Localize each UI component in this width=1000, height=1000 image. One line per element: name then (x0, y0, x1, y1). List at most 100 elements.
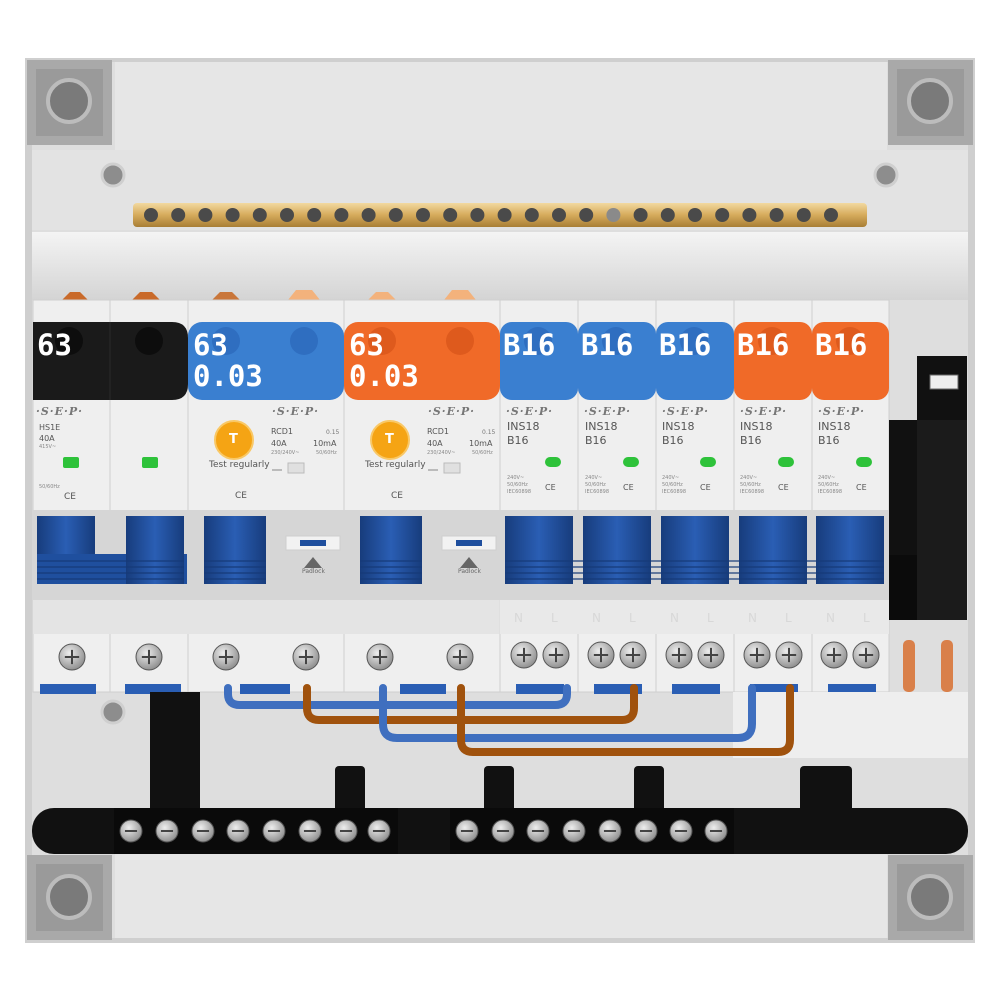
busbar-screw (524, 208, 539, 222)
ce-mark: CE (700, 483, 711, 492)
mcb-spec: 50/60Hz (740, 482, 761, 488)
corner-mount (27, 60, 112, 145)
earth-screw (598, 819, 622, 843)
busbar-screw (633, 208, 648, 222)
terminal-screw (366, 643, 394, 671)
ce-mark: CE (856, 483, 867, 492)
terminal-mark-l: L (863, 611, 870, 625)
live-wire (457, 684, 794, 756)
brand-logo: ·S·E·P· (428, 405, 475, 418)
corner-mount (27, 855, 112, 940)
right-cover (733, 692, 968, 758)
busbar-screw (225, 208, 240, 222)
rcd-test-regularly: Test regularly (209, 460, 270, 470)
terminal-mark-n: N (670, 611, 679, 625)
rcd-test-button-label: T (229, 432, 238, 447)
copper-leg (941, 640, 953, 692)
mcb-spec: 50/60Hz (585, 482, 606, 488)
busbar-screw (796, 208, 811, 222)
cap-label-line1: B16 (659, 328, 712, 362)
brand-logo: ·S·E·P· (272, 405, 319, 418)
status-indicator (63, 457, 872, 468)
earth-screw (526, 819, 550, 843)
earth-screw (367, 819, 391, 843)
mcb-spec: 240V~ (662, 475, 680, 481)
fixing-hole (100, 162, 126, 188)
cap-label-line1: B16 (737, 328, 790, 362)
corner-mount (888, 60, 973, 145)
terminal-mark-l: L (785, 611, 792, 625)
earth-screw (562, 819, 586, 843)
cap-mcb (500, 322, 578, 400)
main-switch-rating: 40A (39, 434, 55, 443)
busbar-screw (606, 208, 621, 222)
terminal-mark-l: L (629, 611, 636, 625)
cap-rcd (344, 322, 500, 400)
terminal-screw (619, 641, 647, 669)
earth-screw (191, 819, 215, 843)
mcb-spec: 240V~ (740, 475, 758, 481)
brand-logo: ·S·E·P· (506, 405, 553, 418)
mcb-spec: 240V~ (818, 475, 836, 481)
terminal-screw (665, 641, 693, 669)
terminal-screw (542, 641, 570, 669)
rcd-model: RCD1 (427, 427, 449, 436)
terminal-screw (446, 643, 474, 671)
ce-mark: CE (623, 483, 634, 492)
busbar-screw (579, 208, 594, 222)
mcb-rating: B16 (507, 434, 529, 447)
rcd-trip-time: 0.15 (482, 429, 496, 436)
terminal-clips (40, 684, 876, 694)
mcb-spec: IEC60898 (585, 489, 610, 495)
rcd-sensitivity: 10mA (469, 439, 493, 448)
corner-mount (888, 855, 973, 940)
rcd-voltage: 230/240V~ (271, 450, 300, 456)
cap-mcb (578, 322, 656, 400)
busbar-screw (824, 208, 838, 222)
busbar-screw (742, 208, 757, 222)
busbar-screw (252, 208, 267, 222)
busbar-screw (198, 208, 213, 222)
main-switch-model: HS1E (39, 423, 61, 432)
rcd-test-regularly: Test regularly (365, 460, 426, 470)
cap-rcd (188, 322, 344, 400)
cap-label-mcb4: B16 (737, 330, 789, 361)
mcb-spec: IEC60898 (507, 489, 532, 495)
terminal-mark-n: N (826, 611, 835, 625)
mcb-model: INS18 (662, 420, 695, 433)
brand-logo: ·S·E·P· (36, 405, 83, 418)
cap-label-line1: 63 (349, 328, 384, 362)
terminal-screw (775, 641, 803, 669)
breaker-toggles[interactable] (33, 510, 889, 600)
busbar-screw (416, 208, 430, 222)
cap-label-line1: 63 (37, 328, 72, 362)
brand-logo: ·S·E·P· (662, 405, 709, 418)
ce-mark: CE (64, 492, 76, 502)
earth-screw (119, 819, 143, 843)
busbar-screw (388, 208, 403, 222)
cap-mcb (656, 322, 734, 400)
earth-screw (155, 819, 179, 843)
brand-logo: ·S·E·P· (740, 405, 787, 418)
padlock-slot (441, 535, 497, 568)
earth-screw (455, 819, 479, 843)
terminal-mark-n: N (592, 611, 601, 625)
mcb-spec: 50/60Hz (507, 482, 528, 488)
cap-label-line1: 63 (193, 328, 228, 362)
earth-screw (634, 819, 658, 843)
mcb-spec: IEC60898 (740, 489, 765, 495)
fixing-hole (873, 162, 899, 188)
rcd-voltage: 230/240V~ (427, 450, 456, 456)
rcd-test-button[interactable] (370, 420, 410, 460)
cap-label-line1: B16 (815, 328, 868, 362)
busbar-screw (144, 208, 158, 222)
mcb-rating: B16 (740, 434, 762, 447)
cap-label-line2: 0.03 (193, 359, 263, 393)
earth-screw (298, 819, 322, 843)
earth-screw (262, 819, 286, 843)
wires (224, 684, 794, 756)
mcb-spec: IEC60898 (818, 489, 843, 495)
terminal-mark-l: L (707, 611, 714, 625)
rcd-test-button[interactable] (214, 420, 254, 460)
